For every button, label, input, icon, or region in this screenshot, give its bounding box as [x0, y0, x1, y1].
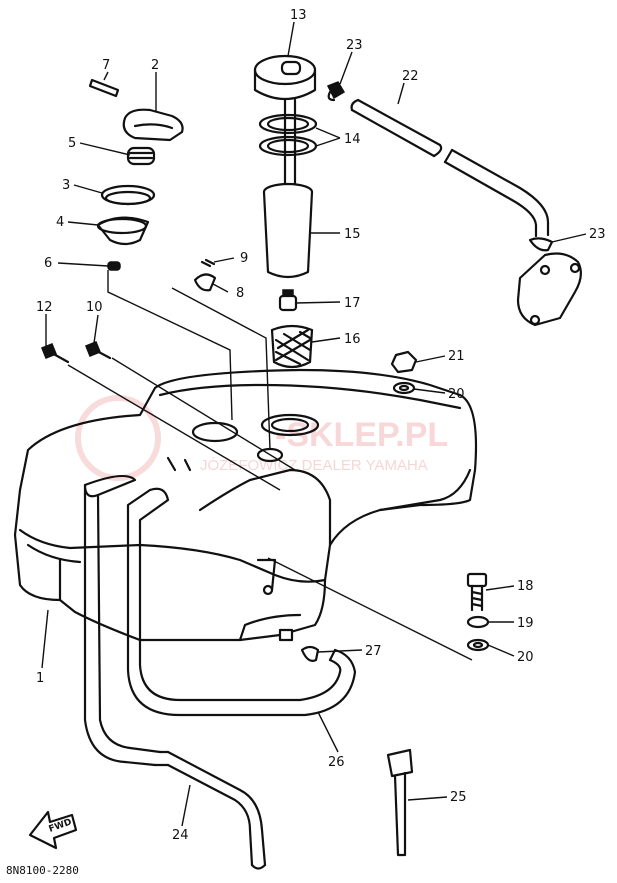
watermark: -SKLEP.PL JÓZEFOWICZ DEALER YAMAHA — [75, 395, 448, 481]
callout-23-lower: 23 — [589, 227, 606, 242]
callout-5: 5 — [68, 136, 76, 151]
callout-12: 12 — [36, 300, 53, 315]
filler-cap-assembly — [88, 78, 184, 271]
drain-hose-26 — [126, 487, 357, 717]
callout-17: 17 — [344, 296, 361, 311]
callout-26: 26 — [328, 755, 345, 770]
bolts-10-12 — [41, 341, 112, 364]
callout-numbers: 7 2 5 3 4 6 9 8 10 12 13 14 15 16 17 21 … — [36, 8, 606, 843]
hose-22-assembly — [326, 81, 582, 327]
fuel-pump-assembly — [253, 54, 318, 369]
callout-20-upper: 20 — [448, 387, 465, 402]
callout-24: 24 — [172, 828, 189, 843]
clip-parts — [193, 258, 217, 292]
callout-6: 6 — [44, 256, 52, 271]
callout-8: 8 — [236, 286, 244, 301]
callout-20-lower: 20 — [517, 650, 534, 665]
callout-10: 10 — [86, 300, 103, 315]
callout-19: 19 — [517, 616, 534, 631]
callout-22: 22 — [402, 69, 419, 84]
callout-21: 21 — [448, 349, 465, 364]
callout-2: 2 — [151, 58, 159, 73]
callout-15: 15 — [344, 227, 361, 242]
callout-4: 4 — [56, 215, 64, 230]
forward-arrow: FWD — [28, 810, 78, 850]
callout-9: 9 — [240, 251, 248, 266]
callout-13: 13 — [290, 8, 307, 23]
fuel-tank — [13, 368, 478, 642]
hose-clamp-27 — [300, 645, 320, 662]
callout-25: 25 — [450, 790, 467, 805]
callout-14: 14 — [344, 132, 361, 147]
leader-lines — [41, 21, 587, 827]
rubber-strap-25 — [386, 748, 414, 857]
callout-1: 1 — [36, 671, 44, 686]
callout-16: 16 — [344, 332, 361, 347]
breather-hose-24 — [83, 474, 267, 870]
watermark-line2: JÓZEFOWICZ DEALER YAMAHA — [200, 457, 428, 474]
callout-3: 3 — [62, 178, 70, 193]
callout-27: 27 — [365, 644, 382, 659]
callout-7: 7 — [102, 58, 110, 73]
callout-18: 18 — [517, 579, 534, 594]
mount-hardware — [390, 350, 490, 652]
callout-23-upper: 23 — [346, 38, 363, 53]
diagram-code: 8N8100-2280 — [6, 864, 79, 877]
